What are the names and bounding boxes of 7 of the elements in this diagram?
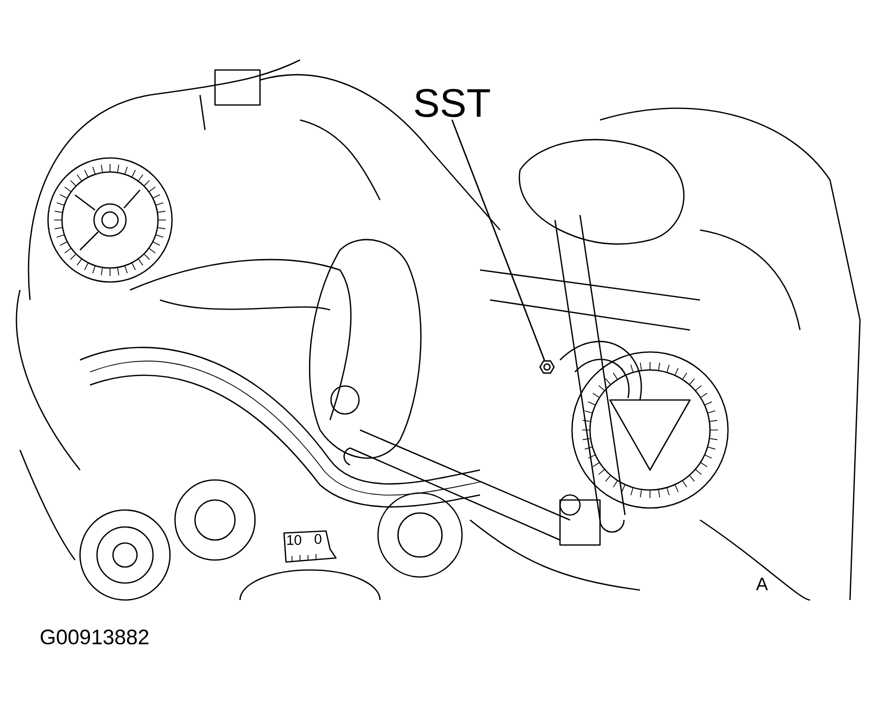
scale-number: 0	[314, 534, 322, 544]
bolt-drawing	[539, 360, 555, 374]
scale-number: 10	[287, 535, 302, 545]
part-label: SST	[414, 88, 490, 118]
leader-line	[451, 120, 546, 361]
figure-id: G00913882	[40, 630, 148, 644]
view-letter: A	[756, 578, 768, 590]
